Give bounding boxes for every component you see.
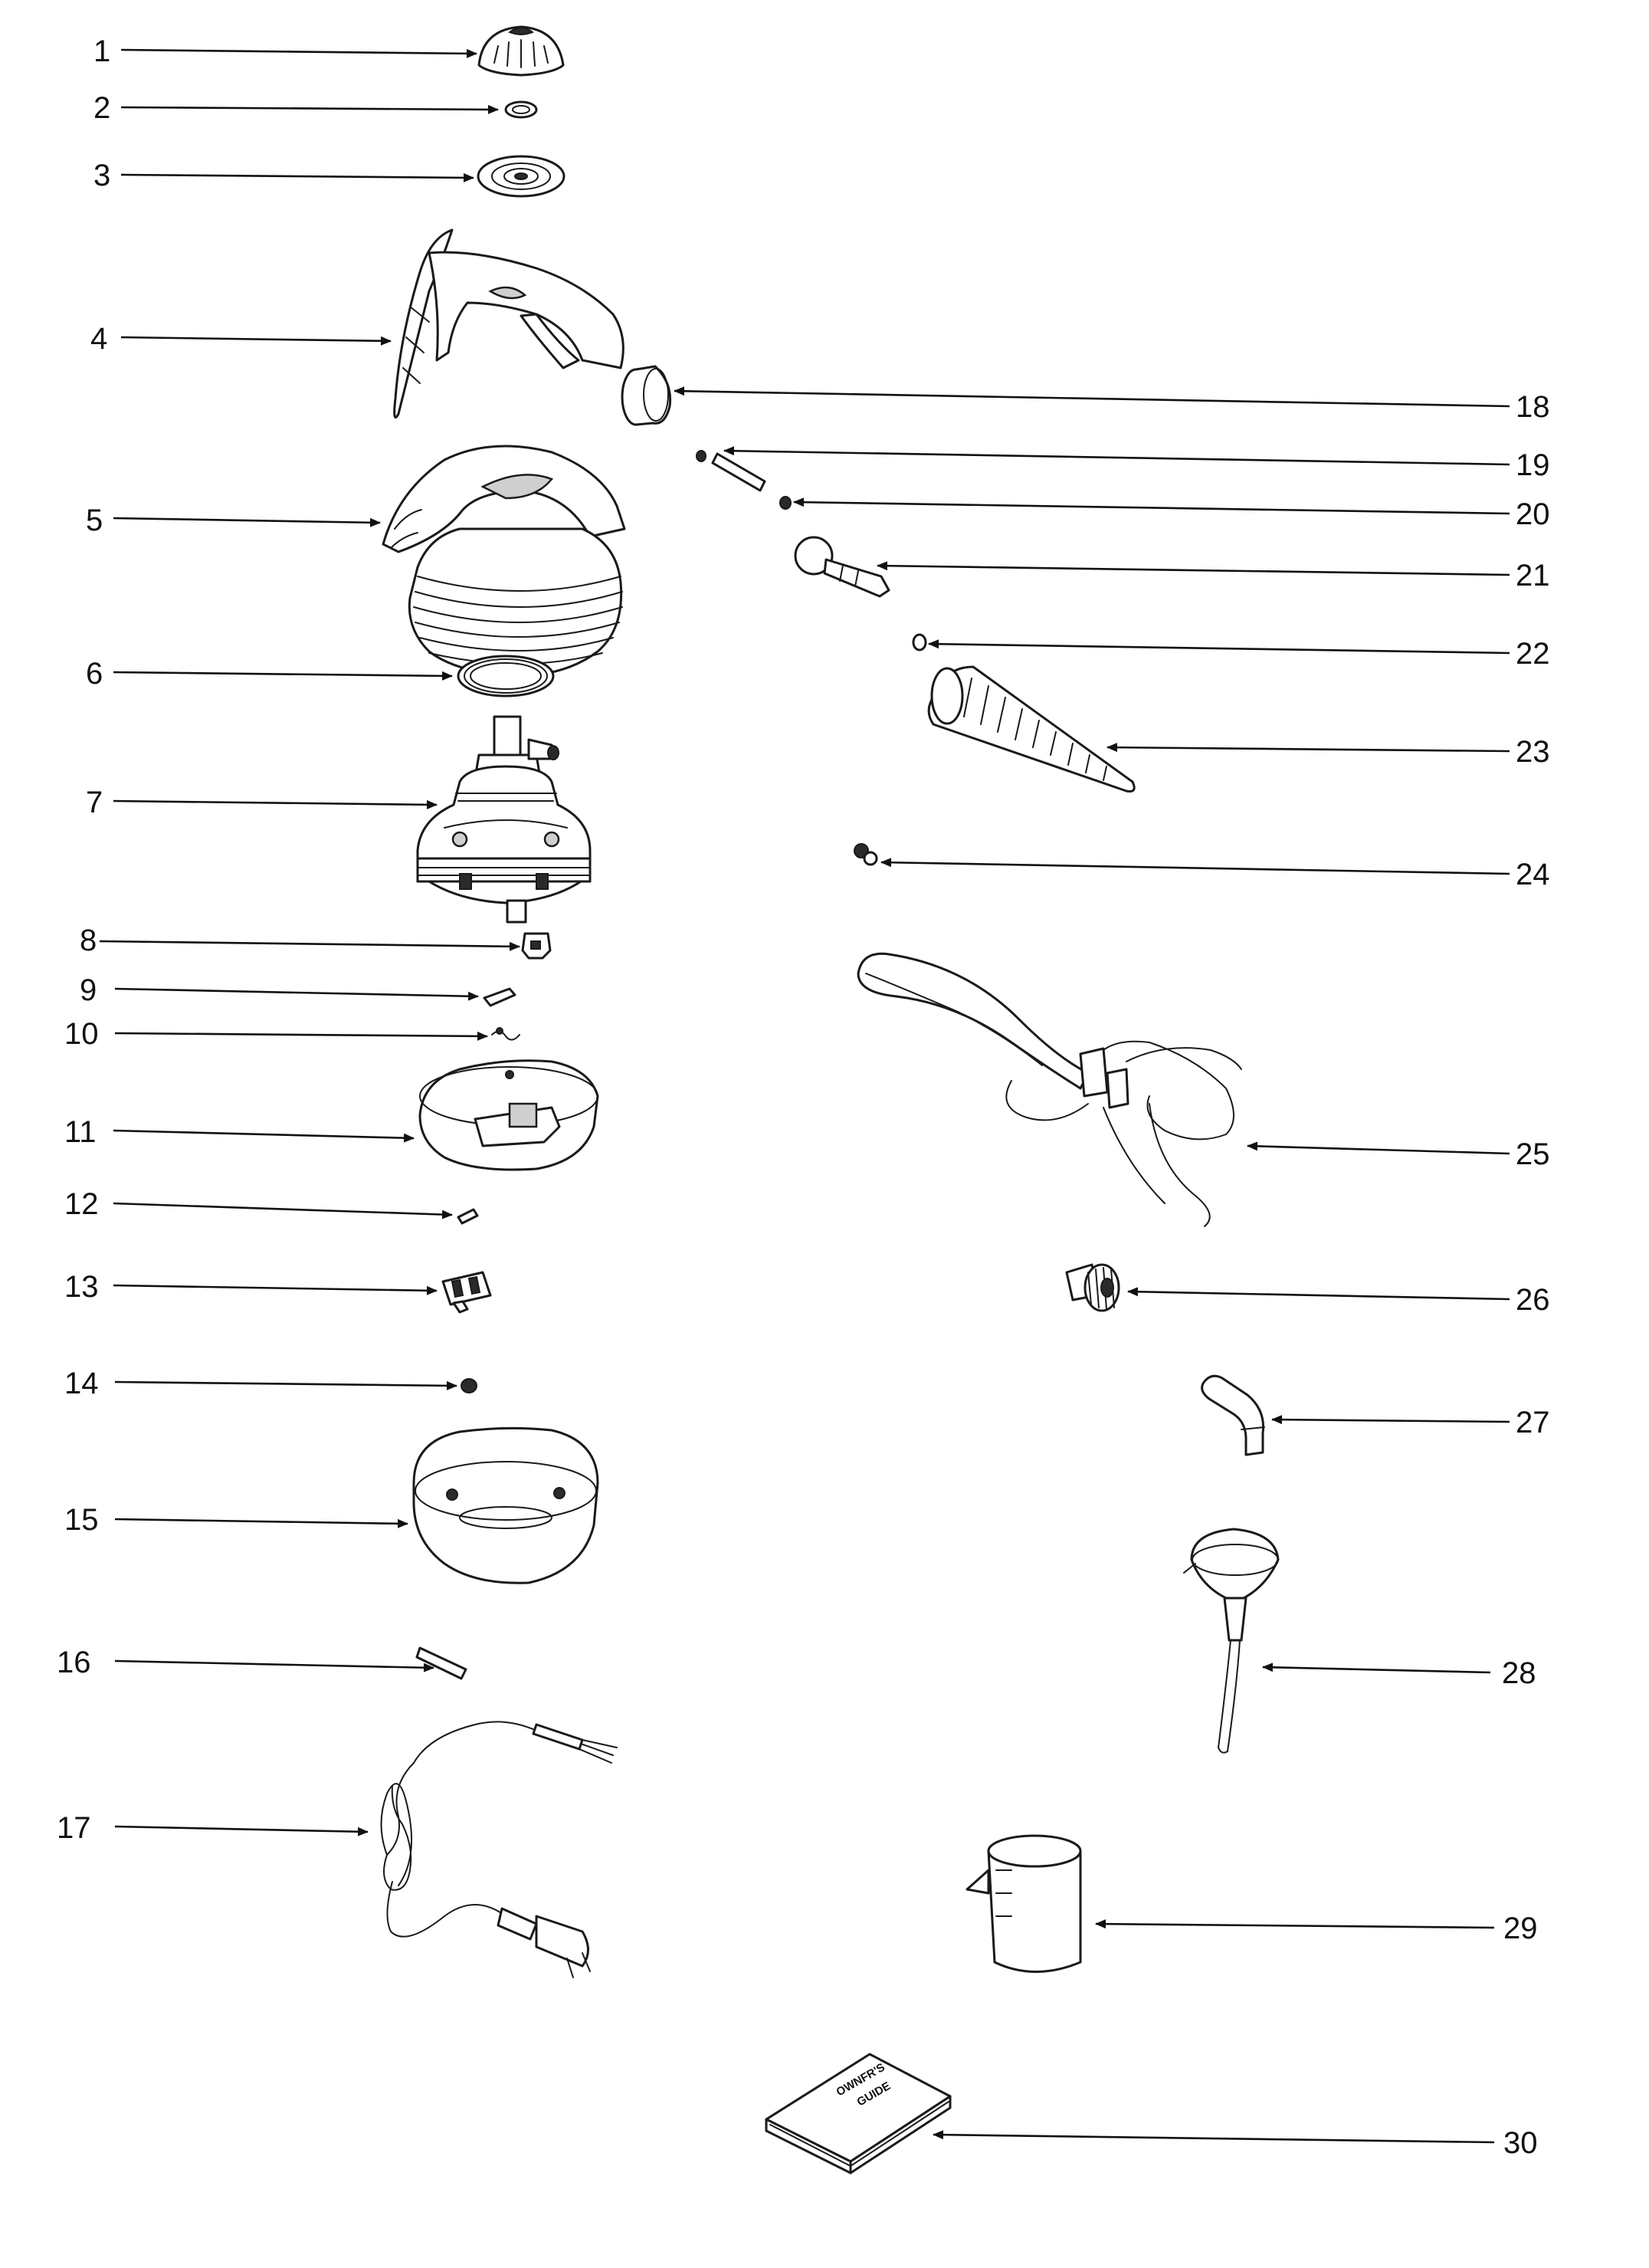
part-30-owners-guide: OWNFR'S GUIDE [765,2053,952,2174]
callout-14: 14 [64,1367,99,1400]
callout-8: 8 [80,924,97,957]
part-13-terminal-block [441,1271,492,1314]
part-12-fuse [457,1208,479,1225]
part-4-handle [393,228,625,418]
callout-6: 6 [86,657,103,691]
part-20-o-ring [779,496,792,510]
part-5-body [382,445,626,678]
callout-24: 24 [1516,858,1550,891]
part-6-seal-ring [457,655,555,697]
part-22-o-ring [912,633,927,652]
callout-19: 19 [1516,448,1550,482]
callout-23: 23 [1516,735,1550,769]
part-16-sleeve [415,1646,467,1680]
part-25-hose [857,952,1242,1227]
callout-15: 15 [64,1503,99,1537]
callout-20: 20 [1516,497,1550,531]
part-7-boiler [416,715,592,924]
callout-numbers: 1 2 3 4 5 6 7 8 9 10 11 12 13 14 15 16 1… [57,34,1550,2160]
part-9-clip [483,987,516,1007]
part-29-measuring-cup [965,1834,1082,1973]
part-8-valve [521,932,552,960]
part-3-gasket [477,155,566,198]
part-14-nut [461,1378,477,1393]
callout-11: 11 [64,1115,97,1149]
part-21-nozzle [794,536,890,598]
part-27-angle-nozzle [1201,1374,1265,1456]
callout-29: 29 [1503,1912,1538,1945]
part-1-cap [477,25,565,77]
callout-26: 26 [1516,1283,1550,1317]
part-17-power-cord [380,1721,618,1978]
part-23-cone-brush [927,665,1136,793]
callout-3: 3 [93,159,110,192]
part-2-ring [504,100,538,119]
part-28-funnel [1183,1528,1280,1754]
callout-10: 10 [64,1017,99,1051]
callout-13: 13 [64,1270,99,1304]
callout-4: 4 [90,322,107,356]
callout-12: 12 [64,1187,99,1221]
callout-2: 2 [93,91,110,125]
part-26-connector [1065,1263,1120,1312]
part-15-housing-bowl [412,1426,599,1584]
callout-27: 27 [1516,1406,1550,1439]
callout-28: 28 [1502,1656,1536,1690]
callout-30: 30 [1503,2126,1538,2160]
callout-22: 22 [1516,637,1550,671]
part-24-fitting [854,843,878,866]
part-10-spring-clip [491,1027,520,1041]
part-18-collar [621,365,672,426]
callout-18: 18 [1516,390,1550,424]
callout-5: 5 [86,504,103,537]
callout-17: 17 [57,1811,91,1845]
callout-21: 21 [1516,559,1550,592]
callout-9: 9 [80,973,97,1007]
callout-16: 16 [57,1646,91,1679]
callout-7: 7 [86,786,103,819]
leader-lines [99,48,1510,2144]
part-19-tube [696,450,766,492]
callout-1: 1 [93,34,110,68]
part-11-base-tray [418,1059,599,1171]
callout-25: 25 [1516,1137,1550,1171]
